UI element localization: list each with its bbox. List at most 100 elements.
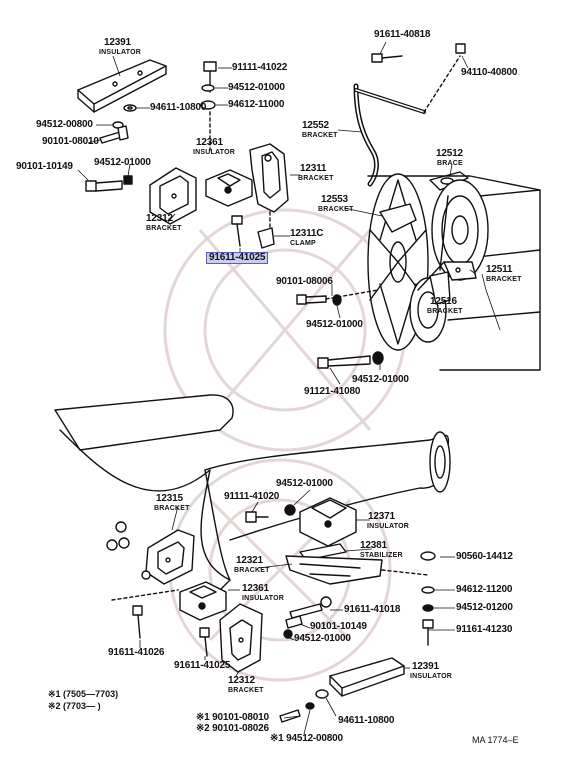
label-90560-14412: 90560-14412 [456, 551, 513, 562]
label-94512-01000-b: 94512-01000 [94, 157, 151, 168]
label-91611-40818: 91611-40818 [374, 29, 431, 40]
label-94611-10800-a: 94611-10800 [150, 102, 207, 113]
label-12512: 12512 [436, 148, 463, 159]
label-12311c: 12311C [290, 228, 324, 239]
label-91111-41020: 91111-41020 [224, 491, 280, 502]
label-12391-bottom: 12391 [412, 661, 439, 672]
label-94512-01000-c: 94512-01000 [306, 319, 363, 330]
nut-94110-40800 [455, 43, 466, 54]
washer-94612-11200 [421, 586, 435, 594]
bracket-12553 [379, 203, 417, 233]
label-12311: 12311 [300, 163, 327, 174]
washer-90560-14412 [420, 551, 436, 561]
insulator-12371 [299, 497, 357, 547]
washer-94512-01200 [422, 604, 434, 612]
label-12361-top: 12361 [196, 137, 223, 148]
note-range-2: ※2 (7703— ) [48, 701, 101, 711]
label-12516: 12516 [430, 296, 457, 307]
bracket-12315 [145, 529, 195, 585]
bolt-90101-08010-top [99, 125, 129, 144]
label-12321-sub: BRACKET [234, 567, 270, 574]
label-12553-sub: BRACKET [318, 206, 354, 213]
label-12371: 12371 [368, 511, 395, 522]
bolt-91161-41230 [422, 619, 434, 646]
label-12311c-sub: CLAMP [290, 240, 316, 247]
diagram-code: MA 1774–E [472, 735, 519, 745]
washer-94512-01000-bottom [283, 629, 293, 639]
watermark-emblem [163, 208, 407, 682]
label-12391-top-sub: INSULATOR [99, 49, 141, 56]
bolt-91611-40818 [371, 53, 403, 63]
label-90101-10149-b: 90101-10149 [310, 621, 367, 632]
label-12391-top: 12391 [104, 37, 131, 48]
label-12311-sub: BRACKET [298, 175, 334, 182]
insulator-12391-bottom [329, 657, 405, 697]
washer-94611-10800-bottom [315, 689, 329, 699]
label-94612-11200: 94612-11200 [456, 584, 513, 595]
label-12312-bottom: 12312 [228, 675, 255, 686]
bolt-91111-41022 [200, 61, 217, 151]
bolt-91611-41026 [132, 605, 143, 639]
label-12512-sub: BRACE [437, 160, 463, 167]
label-94512-00800: 94512-00800 [36, 119, 93, 130]
bolt-91611-41018 [289, 596, 332, 619]
label-12315-sub: BRACKET [154, 505, 190, 512]
label-12552-sub: BRACKET [302, 132, 338, 139]
label-91611-41026: 91611-41026 [108, 647, 165, 658]
label-12381: 12381 [360, 540, 387, 551]
bolt-90101-10149-top [85, 175, 133, 192]
washer-94512-01000-low [284, 504, 296, 516]
bracket-12311 [249, 143, 289, 233]
label-12315: 12315 [156, 493, 183, 504]
bracket-12312-bottom [219, 603, 263, 673]
note-range-1: ※1 (7505—7703) [48, 689, 119, 699]
label-94512-01000-d: 94512-01000 [352, 374, 409, 385]
insulator-12391-top [77, 59, 167, 113]
bracket-12516 [429, 271, 451, 305]
transmission-housing [54, 394, 451, 601]
label-91611-41018: 91611-41018 [344, 604, 401, 615]
label-12516-sub: BRACKET [427, 308, 463, 315]
label-12361-bottom: 12361 [242, 583, 269, 594]
bolt-91611-41025-top [231, 215, 243, 247]
label-12312-top: 12312 [146, 213, 173, 224]
label-12381-sub: STABILIZER [360, 552, 403, 559]
washer-94611-10800-top [123, 104, 137, 112]
label-94512-01000-a: 94512-01000 [228, 82, 285, 93]
insulator-12361-bottom [179, 581, 227, 621]
label-94512-01000-e: 94512-01000 [276, 478, 333, 489]
label-12553: 12553 [321, 194, 348, 205]
bracket-12552 [353, 55, 461, 187]
label-91111-41022: 91111-41022 [232, 62, 288, 73]
label-90101-08026: ※2 90101-08026 [196, 723, 269, 734]
label-91611-41025-bottom: 91611-41025 [174, 660, 231, 671]
label-91161-41230: 91161-41230 [456, 624, 513, 635]
label-12511-sub: BRACKET [486, 276, 522, 283]
label-12391-bottom-sub: INSULATOR [410, 673, 452, 680]
bracket-12312-top [149, 167, 197, 225]
label-94612-11000: 94612-11000 [228, 99, 285, 110]
insulator-12361-top [205, 169, 253, 207]
label-91611-41025-highlighted[interactable]: 91611-41025 [206, 252, 269, 264]
bolt-91611-41025-bottom [199, 627, 210, 657]
nuts-left-group [106, 521, 179, 601]
label-90101-08006: 90101-08006 [276, 276, 333, 287]
label-12371-sub: INSULATOR [367, 523, 409, 530]
label-12312-bottom-sub: BRACKET [228, 687, 264, 694]
label-94512-01200: 94512-01200 [456, 602, 513, 613]
label-12511: 12511 [486, 264, 513, 275]
label-91121-41080: 91121-41080 [304, 386, 361, 397]
washer-94512-01000-mid [332, 294, 342, 306]
label-12361-bottom-sub: INSULATOR [242, 595, 284, 602]
label-94512-01000-f: 94512-01000 [294, 633, 351, 644]
label-12361-top-sub: INSULATOR [193, 149, 235, 156]
label-94110-40800: 94110-40800 [461, 67, 518, 78]
bolt-90101-10149-bottom [285, 615, 303, 629]
bracket-12321 [285, 555, 429, 585]
label-12312-top-sub: BRACKET [146, 225, 182, 232]
label-94611-10800-bottom: 94611-10800 [338, 715, 395, 726]
washer-94512-00800-bottom [305, 702, 315, 710]
clamp-12311c [257, 227, 275, 249]
bolt-91121-41080 [317, 351, 384, 369]
